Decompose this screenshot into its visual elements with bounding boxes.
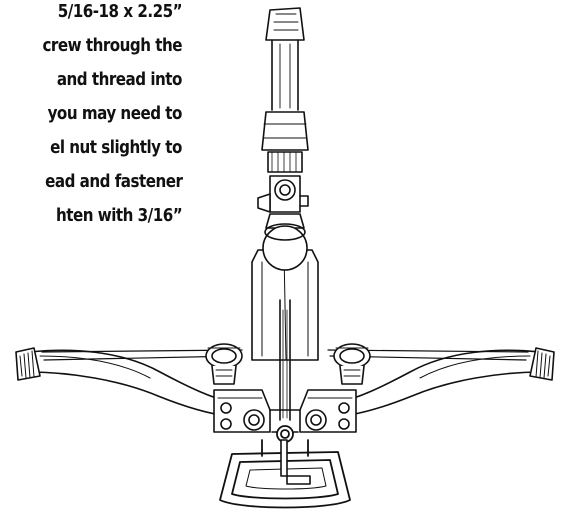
stock xyxy=(252,250,318,420)
instruction-line-6: ead and fastener xyxy=(44,171,183,192)
right-limb xyxy=(340,348,554,416)
foot-stirrup xyxy=(220,426,350,508)
right-cam xyxy=(334,344,370,384)
left-cam xyxy=(206,344,242,384)
scope xyxy=(258,8,308,270)
left-limb xyxy=(16,348,230,416)
instruction-line-2: crew through the xyxy=(42,35,182,56)
allen-key-icon xyxy=(281,440,310,484)
instruction-line-7: hten with 3/16” xyxy=(55,205,183,226)
instruction-line-5: el nut slightly to xyxy=(50,137,182,158)
instruction-line-4: you may need to xyxy=(47,103,183,124)
instruction-line-1: 5/16-18 x 2.25” xyxy=(57,1,183,22)
instruction-text: 5/16-18 x 2.25” crew through the and thr… xyxy=(0,0,200,240)
instruction-line-3: and thread into xyxy=(56,69,183,90)
